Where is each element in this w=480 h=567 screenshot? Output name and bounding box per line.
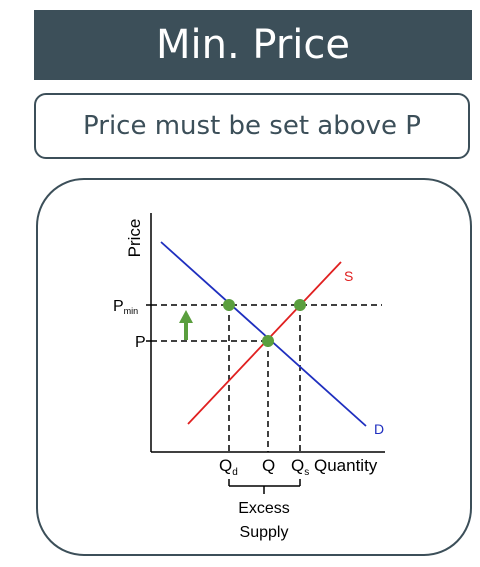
slide-title: Min. Price (156, 22, 350, 68)
qd-label: Qd (219, 456, 238, 478)
up-arrow-icon (179, 310, 193, 340)
title-banner: Min. Price (34, 10, 472, 80)
subtitle-box: Price must be set above P (34, 93, 470, 159)
qs-point (294, 299, 306, 311)
excess-supply-line2: Supply (240, 524, 289, 541)
q-label: Q (262, 456, 275, 475)
excess-supply-bracket (228, 479, 301, 494)
demand-curve (160, 241, 367, 427)
slide-subtitle: Price must be set above P (83, 111, 421, 141)
y-axis-label: Price (125, 219, 144, 258)
pmin-label: Pmin (113, 298, 138, 316)
p-label: P (135, 334, 146, 351)
diagram-frame (36, 178, 472, 556)
excess-supply-line1: Excess (238, 500, 290, 517)
supply-label: S (344, 268, 353, 284)
qs-label: Qs (291, 456, 309, 478)
x-axis-label: Quantity (314, 456, 378, 475)
demand-label: D (374, 421, 384, 437)
equilibrium-point (262, 335, 274, 347)
qd-point (223, 299, 235, 311)
